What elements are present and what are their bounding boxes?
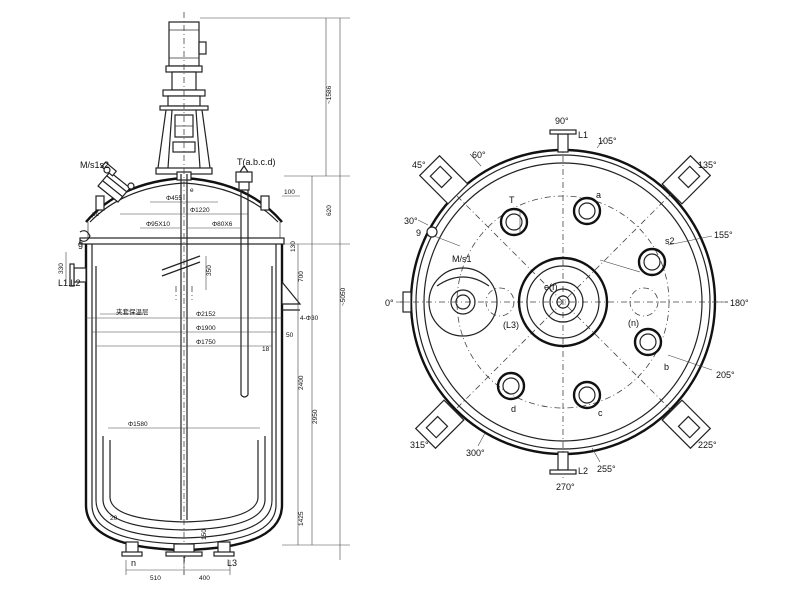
top-view: 90° 105° 135° 155° 180° 205° 225° 255° 2…: [385, 116, 749, 492]
angle-315: 315°: [410, 440, 429, 450]
nozzle-left-top: [95, 195, 105, 211]
dim-v20: 20: [110, 515, 118, 522]
nozzle-n-hidden: [629, 287, 659, 317]
dim-v2950: 2950: [312, 409, 319, 424]
angle-205: 205°: [716, 370, 735, 380]
nozzle-d-circle: [496, 371, 526, 401]
dim-v130: 130: [290, 241, 297, 252]
dim-d1220: Φ1220: [190, 207, 210, 214]
angle-90: 90°: [555, 116, 569, 126]
nozzle-g-top: [426, 226, 438, 238]
dim-v620: 620: [326, 205, 333, 216]
nozzle-label-s2: s2: [665, 236, 675, 246]
dim-pc: pc: [92, 211, 100, 218]
angle-255: 255°: [597, 464, 616, 474]
nozzle-a-circle: [572, 196, 602, 226]
dim-v50: 50: [286, 332, 294, 339]
nozzle-label-a: a: [596, 190, 601, 200]
label-mss2: M/s1s2: [80, 160, 109, 170]
dim-h510: 510: [150, 575, 161, 582]
leader-lines: [396, 139, 728, 463]
dim-d1900: Φ1900: [196, 325, 216, 332]
center-nozzle-ef: [517, 256, 609, 348]
nozzle-ms1s2: [97, 161, 135, 203]
label-e: e: [190, 187, 194, 194]
angle-105: 105°: [598, 136, 617, 146]
dim-v1586: ~1586: [326, 85, 333, 104]
body-flange: [79, 237, 285, 245]
nozzle-s2-circle: [637, 247, 667, 277]
nozzle-l2: [549, 451, 577, 475]
dim-v2400: 2400: [298, 375, 305, 390]
nozzle-b-circle: [633, 327, 663, 357]
dim-v700: 700: [298, 271, 305, 282]
motor-terminal-box: [198, 41, 207, 55]
label-g: g: [78, 239, 83, 249]
support-lug: [281, 280, 302, 305]
angle-270: 270°: [556, 482, 575, 492]
nozzle-label-b: b: [664, 362, 669, 372]
manhole-ms1: [428, 267, 498, 337]
support-lug-225: [661, 399, 712, 450]
label-l1l2: L1.L2: [58, 278, 81, 288]
nozzle-label-d: d: [511, 404, 516, 414]
support-lug-315: [414, 399, 465, 450]
dim-v330: 330: [58, 263, 65, 274]
nozzle-label-l1: L1: [578, 130, 588, 140]
nozzle-label-l2: L2: [578, 466, 588, 476]
nozzle-label-n: (n): [628, 318, 639, 328]
dim-v350: 350: [206, 265, 213, 276]
dim-h100: 100: [284, 189, 295, 196]
nozzle-label-ms1: M/s1: [452, 254, 472, 264]
angle-45: 45°: [412, 160, 426, 170]
dim-d1580: Φ1580: [128, 421, 148, 428]
nozzle-c-circle: [572, 380, 602, 410]
support-lug-135: [661, 154, 712, 205]
drive-frame: [157, 109, 211, 169]
nozzle-l3-hidden: [485, 287, 515, 317]
nozzle-label-g: 9: [416, 228, 421, 238]
impeller-blade: [161, 255, 201, 277]
angle-135: 135°: [698, 160, 717, 170]
nozzle-l1: [549, 129, 577, 153]
nozzle-label-ef: e(f): [544, 282, 558, 292]
dimension-lines: [65, 17, 350, 575]
angle-0: 0°: [385, 298, 394, 308]
dim-v1425: 1425: [298, 511, 305, 526]
label-jacket: 夹套保温层: [116, 307, 149, 316]
label-l3: L3: [227, 558, 237, 568]
nozzle-label-c: c: [598, 408, 603, 418]
dim-d1750: Φ1750: [196, 339, 216, 346]
coil-outer: [102, 436, 266, 531]
label-tabcd: T(a.b.c.d): [237, 157, 276, 167]
angle-60: 60°: [472, 150, 486, 160]
dim-v18: 18: [262, 346, 270, 353]
angle-180: 180°: [730, 298, 749, 308]
support-lug-45: [418, 154, 469, 205]
nozzle-t-circle: [499, 207, 529, 237]
angle-300: 300°: [466, 448, 485, 458]
dim-v150: 150: [201, 529, 208, 540]
nozzle-label-t: T: [509, 195, 515, 205]
dim-d2152: Φ2152: [196, 311, 216, 318]
dim-d95x10: Φ95X10: [146, 221, 170, 228]
label-f: f: [183, 554, 186, 564]
dim-d80x6: Φ80X6: [212, 221, 233, 228]
label-bolts: 4-Φ30: [300, 315, 319, 322]
nozzle-label-l3: (L3): [503, 320, 519, 330]
angle-225: 225°: [698, 440, 717, 450]
dim-v5050: ~5050: [340, 287, 347, 306]
dim-d455: Φ455: [166, 195, 182, 202]
dim-h400: 400: [199, 575, 210, 582]
nozzle-right-top: [260, 195, 270, 211]
nozzle-g: [79, 230, 91, 242]
nozzle-tabcd: [235, 164, 253, 191]
front-view: M/s1s2 T(a.b.c.d) g L1.L2 n f L3 e 夹套保温层…: [58, 12, 350, 582]
angle-30: 30°: [404, 216, 418, 226]
label-n: n: [131, 558, 136, 568]
angle-155: 155°: [714, 230, 733, 240]
